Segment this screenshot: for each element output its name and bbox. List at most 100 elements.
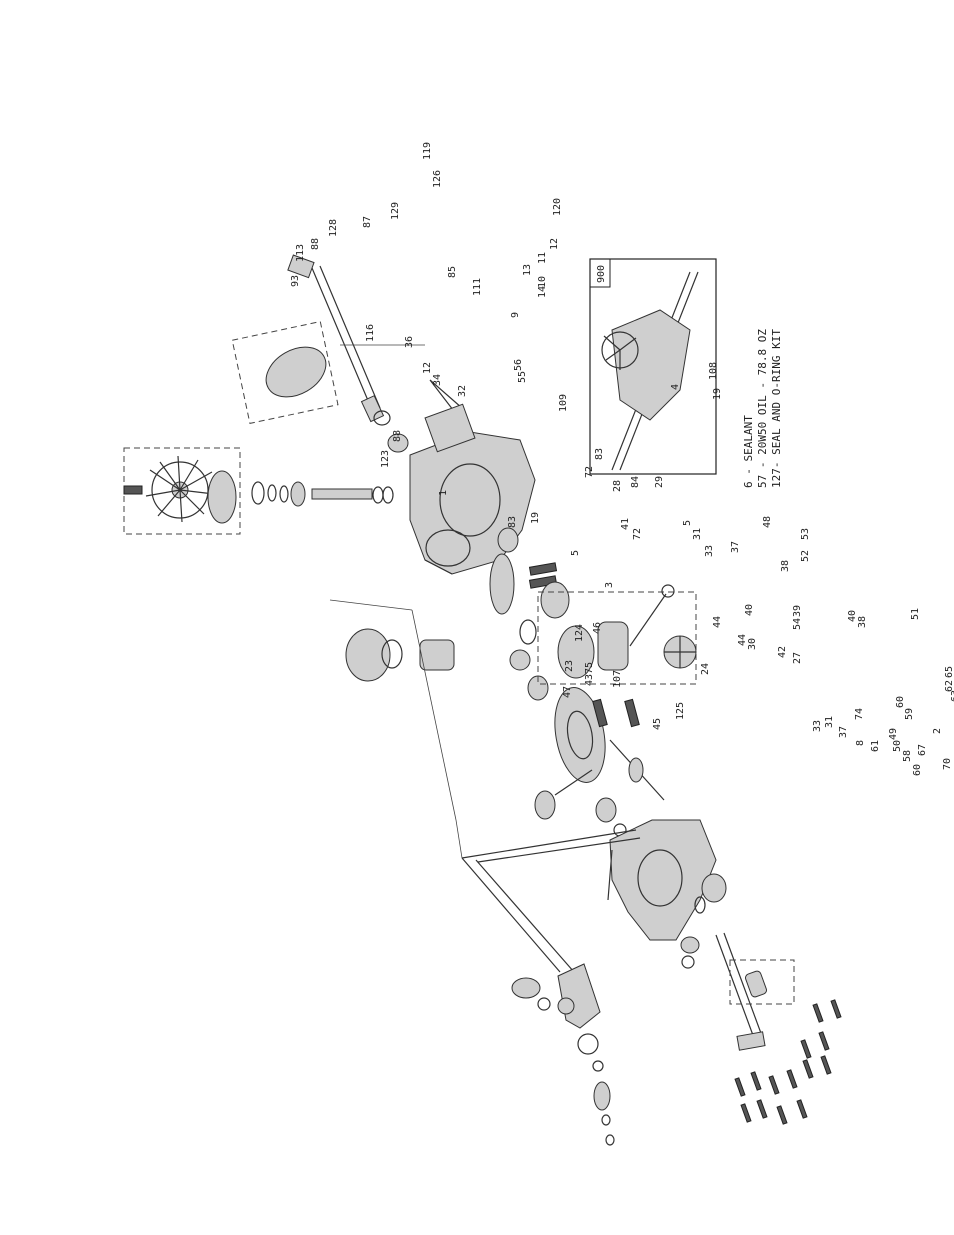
part-callout-11: 11 — [537, 252, 548, 264]
part-callout-116: 116 — [365, 324, 376, 342]
brake-arm-18 — [557, 963, 601, 1029]
part-callout-60: 60 — [912, 764, 923, 776]
part-callout-29: 29 — [654, 476, 665, 488]
part-callout-33: 33 — [704, 545, 715, 557]
assembly-inset: 900 — [589, 258, 717, 475]
part-callout-5: 5 — [570, 550, 581, 556]
part-callout-40: 40 — [744, 604, 755, 616]
part-callout-28: 28 — [612, 480, 623, 492]
part-callout-23: 23 — [564, 660, 575, 672]
part-callout-129: 129 — [390, 202, 401, 220]
part-callout-54: 54 — [792, 618, 803, 630]
part-callout-31: 31 — [824, 716, 835, 728]
pump-body-46 — [597, 621, 629, 671]
part-callout-24: 24 — [700, 663, 711, 675]
part-callout-4: 4 — [670, 384, 681, 390]
part-callout-59: 59 — [904, 708, 915, 720]
part-callout-36: 36 — [404, 336, 415, 348]
notes-list: 6 - SEALANT 57 - 20W50 OIL - 78.8 OZ 127… — [742, 329, 783, 488]
part-callout-85: 85 — [447, 266, 458, 278]
part-callout-51: 51 — [910, 608, 921, 620]
part-callout-72: 72 — [632, 528, 643, 540]
note-oil: 57 - 20W50 OIL - 78.8 OZ — [756, 329, 769, 488]
part-callout-84: 84 — [630, 476, 641, 488]
ring-gear-28 — [489, 553, 515, 615]
part-callout-37: 37 — [730, 541, 741, 553]
part-callout-48: 48 — [762, 516, 773, 528]
part-callout-119: 119 — [422, 142, 433, 160]
bracket-123 — [424, 403, 476, 453]
part-callout-123: 123 — [380, 450, 391, 468]
part-callout-10: 10 — [537, 276, 548, 288]
parts-artwork — [123, 254, 842, 1146]
bearing-housing-4 — [345, 628, 391, 682]
part-callout-19: 19 — [530, 512, 541, 524]
part-callout-34: 34 — [432, 374, 443, 386]
part-callout-37: 37 — [838, 726, 849, 738]
part-callout-32: 32 — [457, 385, 468, 397]
pulley — [207, 470, 237, 524]
lever-130 — [745, 970, 767, 998]
part-callout-1: 1 — [438, 490, 449, 496]
part-callout-33: 33 — [812, 720, 823, 732]
part-callout-38: 38 — [857, 616, 868, 628]
part-callout-65: 65 — [944, 666, 954, 678]
bolt-set — [734, 999, 842, 1125]
part-callout-42: 42 — [777, 646, 788, 658]
part-callout-31: 31 — [692, 528, 703, 540]
lower-housing — [609, 819, 717, 941]
cooling-fan — [123, 455, 215, 523]
part-callout-9: 9 — [510, 312, 521, 318]
large-gear-30 — [554, 687, 606, 783]
part-callout-14: 14 — [537, 286, 548, 298]
part-callout-53: 53 — [800, 528, 811, 540]
part-callout-58: 58 — [902, 750, 913, 762]
lever-kit-box — [729, 959, 795, 1005]
part-callout-41: 41 — [620, 518, 631, 530]
part-callout-50: 50 — [892, 740, 903, 752]
part-callout-47: 47 — [562, 686, 573, 698]
part-callout-120: 120 — [552, 198, 563, 216]
part-callout-126: 126 — [432, 170, 443, 188]
part-callout-70: 70 — [942, 758, 953, 770]
pump-kit-box — [537, 591, 697, 685]
part-callout-109: 109 — [558, 394, 569, 412]
part-callout-40: 40 — [847, 610, 858, 622]
input-shaft-stack — [251, 481, 394, 507]
part-callout-52: 52 — [800, 550, 811, 562]
part-callout-39: 39 — [792, 605, 803, 617]
part-callout-83: 83 — [507, 516, 518, 528]
part-callout-124: 124 — [574, 624, 585, 642]
part-callout-88: 88 — [310, 238, 321, 250]
part-callout-63: 63 — [950, 690, 954, 702]
part-callout-67: 67 — [917, 744, 928, 756]
part-callout-62: 62 — [944, 680, 954, 692]
part-callout-74: 74 — [854, 708, 865, 720]
part-callout-128: 128 — [328, 219, 339, 237]
part-callout-87: 87 — [362, 216, 373, 228]
brake-cover — [265, 346, 327, 398]
part-callout-56: 56 — [513, 359, 524, 371]
note-seal-kit: 127- SEAL AND O-RING KIT — [770, 329, 783, 488]
part-callout-60: 60 — [895, 696, 906, 708]
part-callout-12: 12 — [549, 238, 560, 250]
part-callout-113: 113 — [295, 244, 306, 262]
inset-label: 900 — [596, 265, 607, 283]
part-callout-30: 30 — [747, 638, 758, 650]
part-callout-72: 72 — [584, 466, 595, 478]
part-callout-49: 49 — [888, 728, 899, 740]
part-callout-55: 55 — [517, 371, 528, 383]
gear-carrier-5 — [419, 639, 455, 671]
part-callout-44: 44 — [712, 616, 723, 628]
part-callout-93: 93 — [290, 275, 301, 287]
part-callout-3: 3 — [604, 582, 615, 588]
part-callout-8: 8 — [855, 740, 866, 746]
part-callout-108: 108 — [708, 362, 719, 380]
part-callout-5: 5 — [682, 520, 693, 526]
part-callout-61: 61 — [870, 740, 881, 752]
part-callout-111: 111 — [472, 278, 483, 296]
part-callout-45: 45 — [652, 718, 663, 730]
part-callout-2: 2 — [932, 728, 943, 734]
part-callout-44: 44 — [737, 634, 748, 646]
